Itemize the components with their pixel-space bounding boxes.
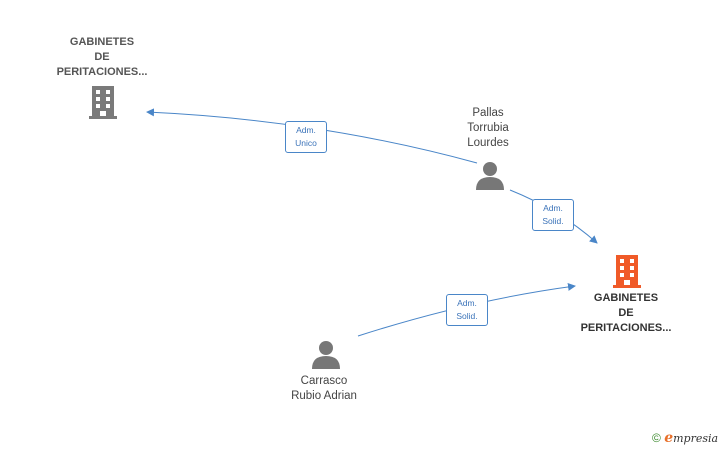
edge-label-line: Solid. xyxy=(542,216,564,226)
company-top-label-line: PERITACIONES... xyxy=(56,66,148,78)
edge-label-line: Adm. xyxy=(543,203,563,213)
edge-label-line: Solid. xyxy=(456,311,478,321)
company-top-label-line: DE xyxy=(94,51,110,63)
footer-brand[interactable]: © empresia xyxy=(652,430,718,446)
person-pallas-label-line: Lourdes xyxy=(467,137,509,149)
building-icon[interactable] xyxy=(87,84,119,120)
person-pallas-label[interactable]: Pallas Torrubia Lourdes xyxy=(448,106,528,151)
edge-label-line: Adm. xyxy=(457,298,477,308)
copyright-icon: © xyxy=(652,431,661,445)
company-top-label-line: GABINETES xyxy=(69,36,135,48)
building-icon[interactable] xyxy=(611,253,643,289)
person-carrasco-label-line: Carrasco xyxy=(300,375,348,387)
edge-label-line: Adm. xyxy=(296,125,316,135)
company-main-label-line: GABINETES xyxy=(593,292,659,304)
edge-label-adm-solid-carrasco[interactable]: Adm. Solid. xyxy=(446,294,488,326)
brand-initial: e xyxy=(664,430,674,446)
edge-label-adm-solid-pallas[interactable]: Adm. Solid. xyxy=(532,199,574,231)
edge-label-adm-unico[interactable]: Adm. Unico xyxy=(285,121,327,153)
person-icon[interactable] xyxy=(475,160,505,190)
person-carrasco-label-line: Rubio Adrian xyxy=(291,390,357,402)
brand-logo: empresia xyxy=(664,430,719,446)
person-icon[interactable] xyxy=(311,339,341,369)
edge-label-line: Unico xyxy=(295,138,317,148)
company-main-label-line: PERITACIONES... xyxy=(580,322,672,334)
person-pallas-label-line: Pallas xyxy=(472,107,504,119)
person-carrasco-label[interactable]: Carrasco Rubio Adrian xyxy=(274,374,374,404)
company-top-label[interactable]: GABINETES DE PERITACIONES... xyxy=(52,35,152,80)
company-main-label-line: DE xyxy=(618,307,634,319)
company-main-label[interactable]: GABINETES DE PERITACIONES... xyxy=(566,291,686,336)
brand-name: mpresia xyxy=(673,432,719,445)
person-pallas-label-line: Torrubia xyxy=(467,122,509,134)
